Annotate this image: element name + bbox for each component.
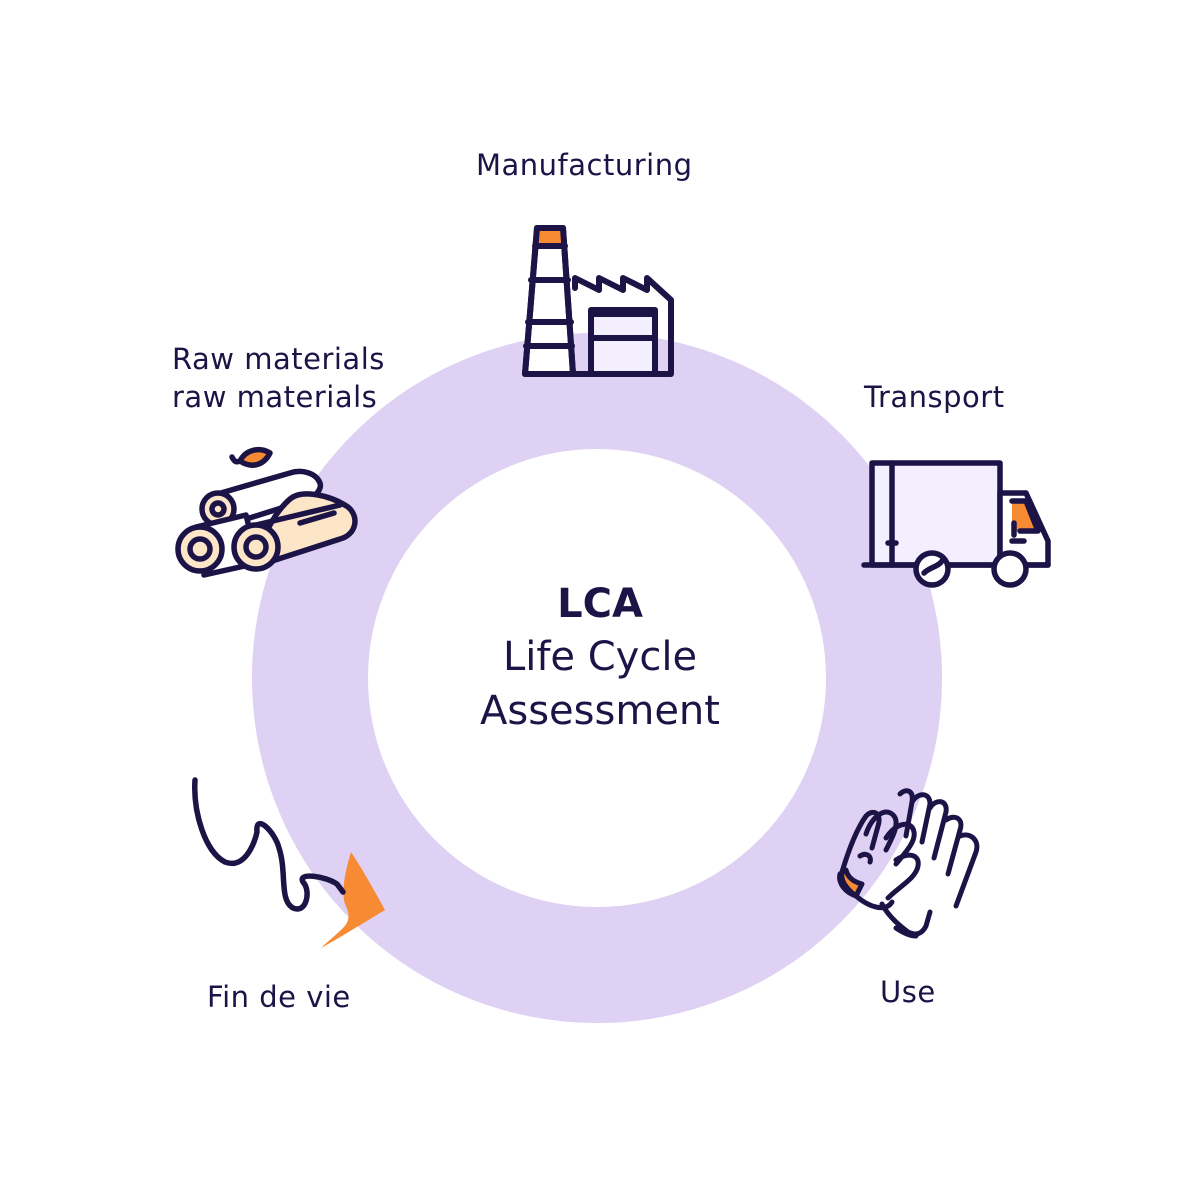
truck-icon (861, 460, 1051, 588)
hands-icon (837, 788, 980, 939)
center-label: LCA Life Cycle Assessment (400, 578, 800, 738)
factory-icon (522, 225, 674, 377)
center-title: LCA (557, 581, 643, 627)
boomerang-icon (192, 777, 385, 948)
lifecycle-ring (252, 333, 942, 1023)
transport-label: Transport (864, 380, 1005, 414)
use-label: Use (880, 975, 936, 1009)
manufacturing-label: Manufacturing (476, 148, 693, 182)
raw-materials-label-line2: raw materials (172, 380, 378, 414)
end-of-life-label: Fin de vie (207, 980, 351, 1014)
raw-materials-label-line1: Raw materials (172, 342, 385, 376)
center-subtitle-line1: Life Cycle (502, 634, 698, 680)
center-subtitle-line2: Assessment (480, 688, 720, 734)
logs-icon (175, 446, 358, 578)
